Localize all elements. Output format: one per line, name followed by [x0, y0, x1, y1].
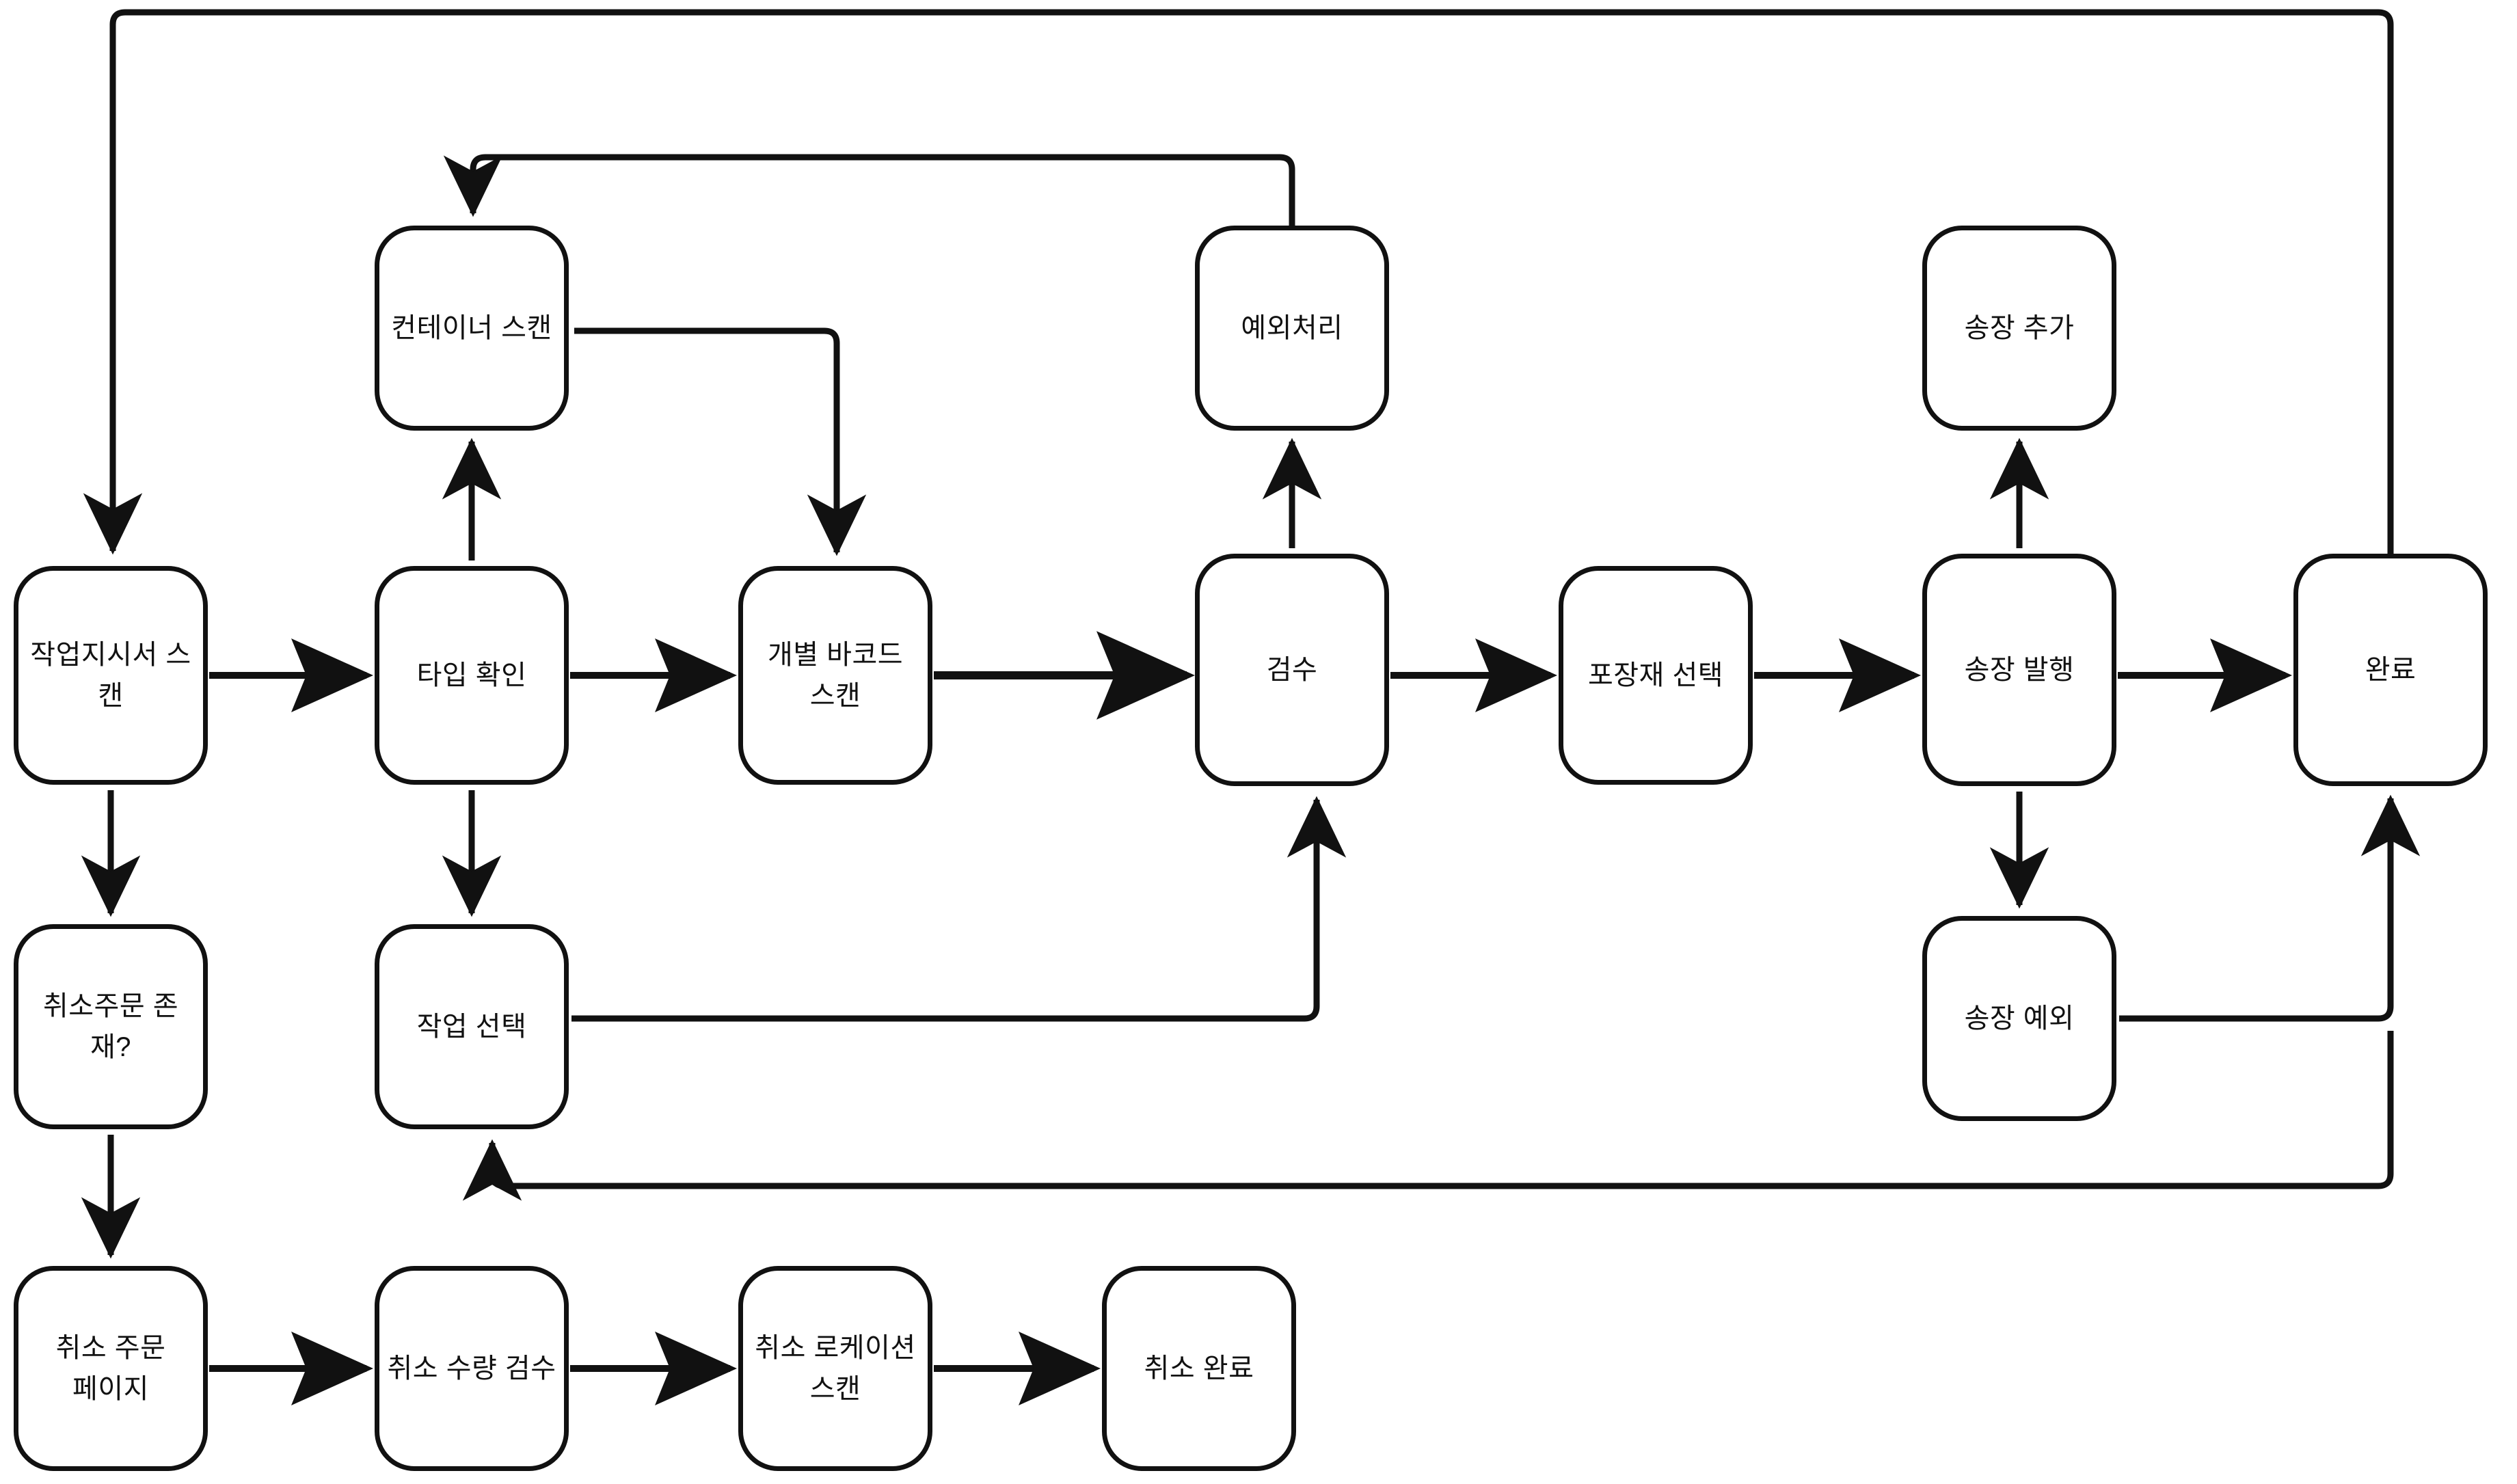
node-label: 검수	[1266, 655, 1318, 685]
edge-exception-to-container	[443, 154, 1295, 226]
node-work-order-scan[interactable]: 작업지시서 스캔	[14, 566, 208, 785]
node-label: 취소주문 존재?	[42, 991, 179, 1062]
node-cancel-quantity-inspection[interactable]: 취소 수량 검수	[375, 1266, 569, 1471]
node-label: 송장 추가	[1964, 313, 2075, 343]
node-cancel-complete[interactable]: 취소 완료	[1102, 1266, 1296, 1471]
node-label: 송장 발행	[1964, 655, 2075, 685]
node-type-check[interactable]: 타입 확인	[375, 566, 569, 785]
node-label: 예외처리	[1241, 313, 1343, 343]
node-label: 작업지시서 스캔	[30, 640, 191, 711]
node-exception-handling[interactable]: 예외처리	[1195, 226, 1389, 431]
node-label: 완료	[2365, 655, 2417, 685]
edge-complete-to-task-select	[462, 1031, 2394, 1201]
node-task-select[interactable]: 작업 선택	[375, 924, 569, 1129]
node-container-scan[interactable]: 컨테이너 스캔	[375, 226, 569, 431]
edge-container-to-barcode	[574, 327, 867, 556]
node-label: 개별 바코드 스캔	[767, 640, 904, 711]
edge-task-to-inspection	[571, 796, 1347, 1022]
node-packing-material-select[interactable]: 포장재 선택	[1559, 566, 1753, 785]
node-cancel-order-page[interactable]: 취소 주문 페이지	[14, 1266, 208, 1471]
node-invoice-issue[interactable]: 송장 발행	[1922, 554, 2116, 786]
node-inspection[interactable]: 검수	[1195, 554, 1389, 786]
node-cancel-order-exists[interactable]: 취소주문 존재?	[14, 924, 208, 1129]
node-label: 취소 주문 페이지	[55, 1333, 166, 1404]
node-label: 작업 선택	[416, 1012, 527, 1042]
node-label: 송장 예외	[1964, 1003, 2075, 1034]
node-complete[interactable]: 완료	[2293, 554, 2488, 786]
node-label: 컨테이너 스캔	[391, 313, 552, 343]
node-invoice-exception[interactable]: 송장 예외	[1922, 916, 2116, 1121]
node-label: 취소 로케이션 스캔	[755, 1333, 916, 1404]
node-barcode-scan[interactable]: 개별 바코드 스캔	[738, 566, 932, 785]
node-label: 취소 완료	[1144, 1353, 1254, 1384]
node-invoice-add[interactable]: 송장 추가	[1922, 226, 2116, 431]
node-label: 포장재 선택	[1587, 660, 1724, 690]
edge-complete-to-work-order	[83, 9, 2394, 555]
node-label: 취소 수량 검수	[387, 1353, 556, 1384]
edge-except-to-complete	[2119, 794, 2421, 1022]
node-label: 타입 확인	[416, 660, 527, 690]
node-cancel-location-scan[interactable]: 취소 로케이션 스캔	[738, 1266, 932, 1471]
